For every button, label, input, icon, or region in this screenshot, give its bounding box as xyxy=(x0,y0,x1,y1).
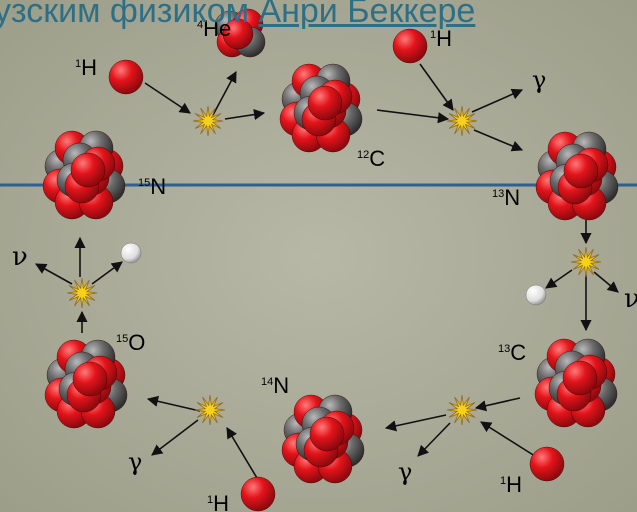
nucleus-label-15o: 15O xyxy=(116,330,145,355)
nucleus-label-14n-mass: 14 xyxy=(261,376,273,388)
reaction-arrow xyxy=(226,427,258,479)
nucleus-label-15o-symbol: O xyxy=(128,330,145,355)
nucleus-12c xyxy=(279,63,363,153)
reaction-arrow xyxy=(224,108,266,121)
nucleus-label-13c-symbol: C xyxy=(510,340,526,365)
nucleus-label-14n: 14N xyxy=(261,373,289,398)
reaction-arrow xyxy=(151,419,199,456)
reaction-arrow xyxy=(545,269,573,289)
positron-particle xyxy=(120,242,142,264)
reaction-burst-icon xyxy=(192,105,224,137)
proton-label-symbol: H xyxy=(213,491,229,512)
proton-label: 1H xyxy=(207,491,229,512)
nucleus-15o xyxy=(44,339,128,429)
heading-link-becquerel[interactable]: Анри Беккере xyxy=(258,0,476,30)
incoming-proton xyxy=(529,446,565,482)
reaction-arrow xyxy=(417,422,451,457)
proton-label-symbol: H xyxy=(81,55,97,80)
nucleus-14n xyxy=(281,394,365,484)
nucleus-label-15n: 15N xyxy=(138,174,166,199)
proton-sphere xyxy=(222,18,254,50)
proton-sphere xyxy=(307,85,343,121)
nucleus-label-13n-mass: 13 xyxy=(492,188,504,200)
proton-label-mass: 1 xyxy=(500,475,506,487)
neutrino-symbol: ν xyxy=(12,242,28,272)
reaction-arrow xyxy=(384,414,447,432)
nucleus-label-13c: 13C xyxy=(498,340,526,365)
reaction-burst-icon xyxy=(446,105,478,137)
neutrino-symbol: ν xyxy=(624,284,637,314)
proton-label-mass: 1 xyxy=(207,494,213,506)
gamma-symbol: γ xyxy=(128,448,142,476)
gamma-symbol: γ xyxy=(532,66,546,94)
reaction-arrow xyxy=(91,261,123,285)
nucleus-15n xyxy=(42,130,126,220)
nucleus-label-13c-mass: 13 xyxy=(498,343,510,355)
nucleus-13c xyxy=(534,338,618,428)
reaction-arrows xyxy=(35,63,619,479)
nucleus-label-12c-symbol: C xyxy=(369,146,385,171)
reaction-arrow xyxy=(419,63,454,111)
gamma-symbol: γ xyxy=(398,458,412,486)
helium-label-mass: 4 xyxy=(197,19,203,31)
reaction-arrow xyxy=(144,82,191,114)
heading-text-before: узским физиком xyxy=(0,0,259,30)
nucleus-label-12c: 12C xyxy=(357,146,385,171)
incoming-proton xyxy=(392,28,428,64)
proton-sphere xyxy=(309,416,345,452)
proton-label-symbol: H xyxy=(506,472,522,497)
incoming-proton xyxy=(240,476,276,512)
reaction-bursts xyxy=(66,105,602,426)
reaction-arrow xyxy=(593,271,619,293)
reaction-arrow xyxy=(473,129,524,152)
reaction-burst-icon xyxy=(194,394,226,426)
reaction-arrow xyxy=(474,397,521,412)
nucleus-label-15n-symbol: N xyxy=(150,174,166,199)
nucleus-label-15n-mass: 15 xyxy=(138,177,150,189)
proton-label-symbol: H xyxy=(436,26,452,51)
positron-particle xyxy=(525,284,547,306)
particles xyxy=(42,8,619,512)
slide-heading: узским физиком Анри Беккере xyxy=(0,0,475,31)
reaction-burst-icon xyxy=(66,277,98,309)
nucleus-label-15o-mass: 15 xyxy=(116,333,128,345)
reaction-burst-icon xyxy=(446,394,478,426)
proton-label: 1H xyxy=(430,26,452,51)
proton-sphere xyxy=(70,152,106,188)
reaction-arrow xyxy=(146,395,201,412)
nucleus-label-14n-symbol: N xyxy=(273,373,289,398)
proton-sphere xyxy=(563,153,599,189)
proton-label: 1H xyxy=(500,472,522,497)
incoming-proton xyxy=(108,59,144,95)
reaction-arrow xyxy=(471,88,524,113)
nucleus-13n xyxy=(535,131,619,221)
nucleus-label-13n-symbol: N xyxy=(504,185,520,210)
helium-nucleus xyxy=(214,8,266,58)
reaction-burst-icon xyxy=(570,246,602,278)
proton-sphere xyxy=(562,360,598,396)
reaction-arrow xyxy=(212,71,237,116)
helium-label-symbol: He xyxy=(203,16,231,41)
proton-sphere xyxy=(72,361,108,397)
nucleus-label-12c-mass: 12 xyxy=(357,149,369,161)
reaction-arrow xyxy=(35,263,73,285)
proton-label: 1H xyxy=(75,55,97,80)
reaction-arrow xyxy=(480,421,539,459)
nucleus-label-13n: 13N xyxy=(492,185,520,210)
proton-label-mass: 1 xyxy=(75,58,81,70)
helium-label: 4He xyxy=(197,16,231,41)
reaction-arrow xyxy=(376,109,450,124)
proton-label-mass: 1 xyxy=(430,29,436,41)
